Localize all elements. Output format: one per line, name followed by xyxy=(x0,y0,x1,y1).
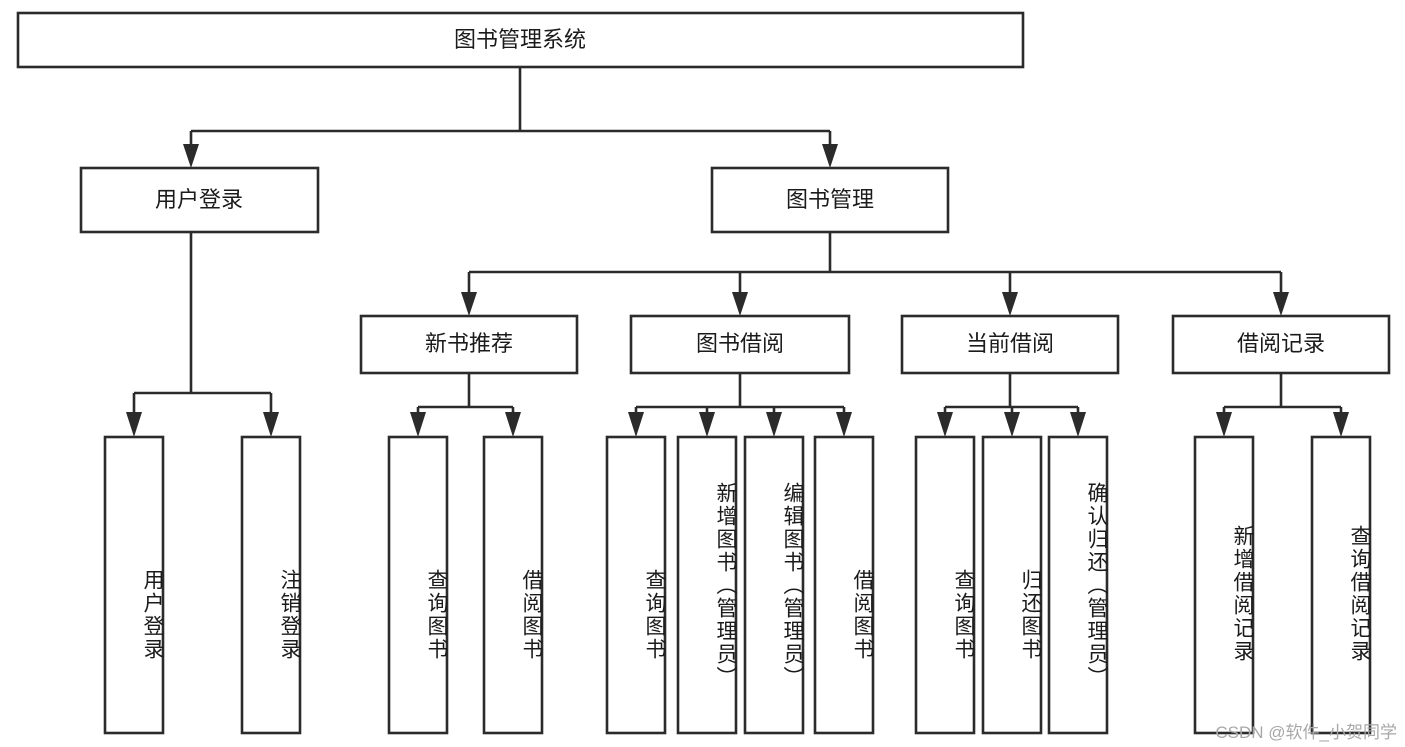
node-book-management[interactable]: 图书管理 xyxy=(710,166,950,234)
node-current-borrow[interactable]: 当前借阅 xyxy=(900,314,1120,375)
node-new-book-recommend[interactable]: 新书推荐 xyxy=(359,314,579,375)
edge-userlogin-to-leaves xyxy=(126,232,279,437)
node-user-login[interactable]: 用户登录 xyxy=(79,166,320,234)
csdn-watermark: CSDN @软件_小贺同学 xyxy=(1215,723,1397,742)
leaf-record-query-record[interactable] xyxy=(1310,435,1372,735)
edge-bookborrow-to-leaves xyxy=(628,373,852,437)
leaf-current-query-book[interactable] xyxy=(914,435,976,735)
edge-borrowrecord-to-leaves xyxy=(1216,373,1349,437)
leaf-borrow-edit-book[interactable] xyxy=(743,435,805,735)
leaf-record-add-record[interactable] xyxy=(1193,435,1255,735)
node-current-borrow-label: 当前借阅 xyxy=(966,331,1054,356)
edge-bookmgmt-to-level3 xyxy=(461,232,1289,316)
node-book-management-label: 图书管理 xyxy=(786,187,874,212)
node-book-borrow[interactable]: 图书借阅 xyxy=(629,314,851,375)
leaf-user-login-query[interactable] xyxy=(103,435,165,735)
leaf-borrow-borrow-book[interactable] xyxy=(813,435,875,735)
edge-newbook-to-leaves xyxy=(410,373,521,437)
leaf-current-return-book[interactable] xyxy=(981,435,1043,735)
node-new-book-recommend-label: 新书推荐 xyxy=(425,331,513,356)
leaf-newbook-borrow-book[interactable] xyxy=(482,435,544,735)
leaf-current-confirm-return[interactable] xyxy=(1047,435,1109,735)
node-book-borrow-label: 图书借阅 xyxy=(696,331,784,356)
leaf-borrow-query-book[interactable] xyxy=(605,435,667,735)
edge-root-to-level2 xyxy=(183,67,838,168)
node-root[interactable]: 图书管理系统 xyxy=(16,11,1025,69)
leaf-user-logout[interactable] xyxy=(240,435,302,735)
edge-currentborrow-to-leaves xyxy=(937,373,1086,437)
leaf-borrow-add-book[interactable] xyxy=(676,435,738,735)
node-borrow-record[interactable]: 借阅记录 xyxy=(1171,314,1391,375)
node-borrow-record-label: 借阅记录 xyxy=(1237,331,1325,356)
node-user-login-label: 用户登录 xyxy=(155,187,243,212)
node-root-label: 图书管理系统 xyxy=(454,27,586,52)
leaf-newbook-query-book[interactable] xyxy=(387,435,449,735)
